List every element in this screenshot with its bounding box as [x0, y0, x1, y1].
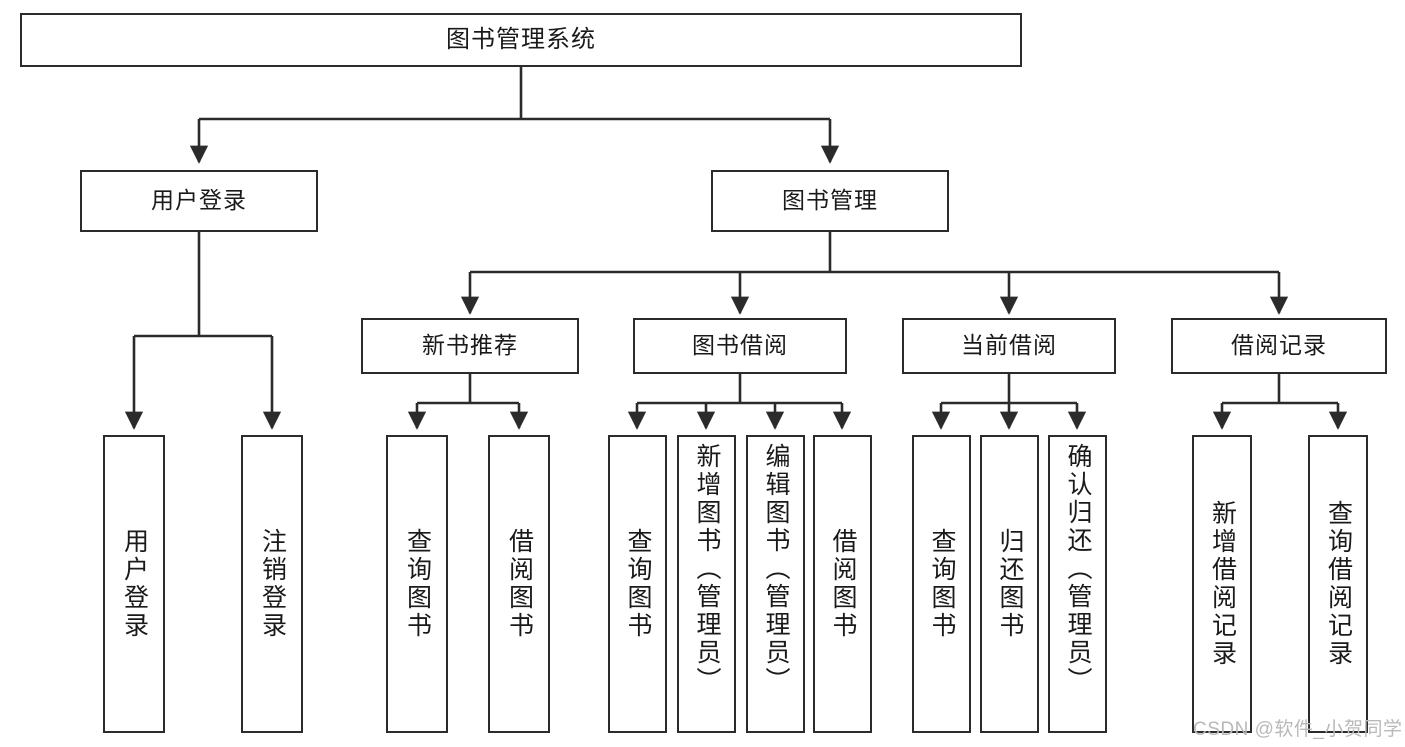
node-root-label: 图书管理系统: [446, 25, 596, 53]
node-leaf-user-login-label: 用户登录: [120, 528, 149, 640]
node-leaf-logout[interactable]: 注销登录: [241, 435, 303, 733]
node-leaf-edit-book-label: 编辑图书（管理员）: [762, 443, 790, 695]
node-leaf-add-book[interactable]: 新增图书（管理员）: [677, 435, 736, 733]
node-leaf-logout-label: 注销登录: [258, 528, 287, 640]
node-leaf-query-book-3-label: 查询图书: [928, 528, 956, 640]
node-leaf-borrow-book-2[interactable]: 借阅图书: [813, 435, 872, 733]
node-leaf-query-book-3[interactable]: 查询图书: [912, 435, 971, 733]
node-leaf-confirm-return-label: 确认归还（管理员）: [1064, 443, 1092, 695]
node-leaf-add-book-label: 新增图书（管理员）: [693, 443, 721, 695]
node-user-login[interactable]: 用户登录: [80, 170, 318, 232]
node-borrow-record-label: 借阅记录: [1231, 332, 1327, 359]
node-leaf-borrow-book-1-label: 借阅图书: [505, 528, 534, 640]
node-leaf-query-record[interactable]: 查询借阅记录: [1308, 435, 1368, 733]
node-leaf-query-book-1[interactable]: 查询图书: [386, 435, 448, 733]
node-user-login-label: 用户登录: [151, 187, 247, 214]
node-current-borrow-label: 当前借阅: [961, 332, 1057, 359]
node-leaf-user-login[interactable]: 用户登录: [103, 435, 165, 733]
node-leaf-add-record-label: 新增借阅记录: [1208, 500, 1237, 668]
node-book-manage[interactable]: 图书管理: [711, 170, 949, 232]
node-root[interactable]: 图书管理系统: [20, 13, 1022, 67]
node-book-borrow-label: 图书借阅: [692, 332, 788, 359]
node-leaf-return-book-label: 归还图书: [996, 528, 1024, 640]
node-current-borrow[interactable]: 当前借阅: [902, 318, 1116, 374]
node-leaf-borrow-book-2-label: 借阅图书: [829, 528, 857, 640]
csdn-watermark: CSDN @软件_小贺同学: [1193, 719, 1403, 740]
node-leaf-query-book-2[interactable]: 查询图书: [608, 435, 667, 733]
node-book-borrow[interactable]: 图书借阅: [633, 318, 847, 374]
node-leaf-borrow-book-1[interactable]: 借阅图书: [488, 435, 550, 733]
node-leaf-query-book-1-label: 查询图书: [403, 528, 432, 640]
node-leaf-return-book[interactable]: 归还图书: [980, 435, 1039, 733]
node-leaf-add-record[interactable]: 新增借阅记录: [1192, 435, 1252, 733]
node-leaf-query-book-2-label: 查询图书: [624, 528, 652, 640]
node-leaf-edit-book[interactable]: 编辑图书（管理员）: [746, 435, 805, 733]
node-new-book-rec[interactable]: 新书推荐: [361, 318, 579, 374]
node-borrow-record[interactable]: 借阅记录: [1171, 318, 1387, 374]
node-leaf-query-record-label: 查询借阅记录: [1324, 500, 1353, 668]
node-book-manage-label: 图书管理: [782, 187, 878, 214]
node-leaf-confirm-return[interactable]: 确认归还（管理员）: [1048, 435, 1107, 733]
node-new-book-rec-label: 新书推荐: [422, 332, 518, 359]
